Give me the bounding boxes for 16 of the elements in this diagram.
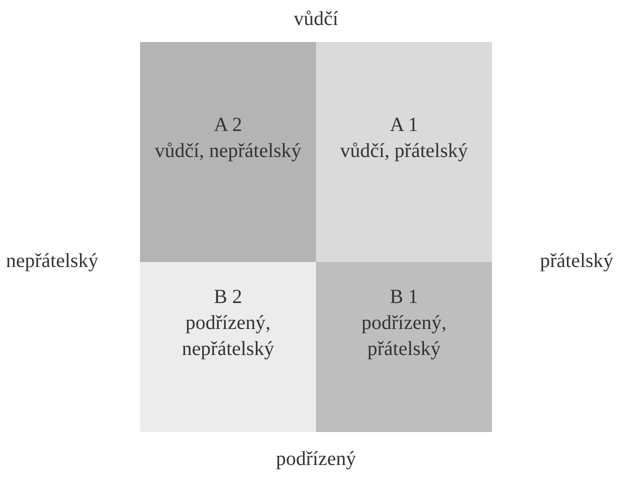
quadrant-description: podřízený, nepřátelský	[180, 311, 276, 362]
quadrant-description: vůdčí, přátelský	[339, 139, 469, 164]
quadrant-heading: B 2	[212, 285, 244, 310]
quadrant-heading: A 2	[212, 113, 244, 138]
axis-label: nepřátelský	[6, 249, 98, 274]
quadrant-heading: A 1	[388, 113, 420, 138]
quadrant-heading: B 1	[388, 285, 420, 310]
quadrant-box	[316, 262, 492, 432]
axis-label: podřízený	[275, 447, 357, 472]
quadrant-description: podřízený, přátelský	[360, 311, 448, 362]
quadrant-description: vůdčí, nepřátelský	[154, 139, 302, 164]
quadrant-box	[140, 262, 316, 432]
quadrant-box	[316, 42, 492, 262]
axis-label: přátelský	[540, 249, 614, 274]
axis-label: vůdčí	[292, 7, 340, 32]
quadrant-box	[140, 42, 316, 262]
